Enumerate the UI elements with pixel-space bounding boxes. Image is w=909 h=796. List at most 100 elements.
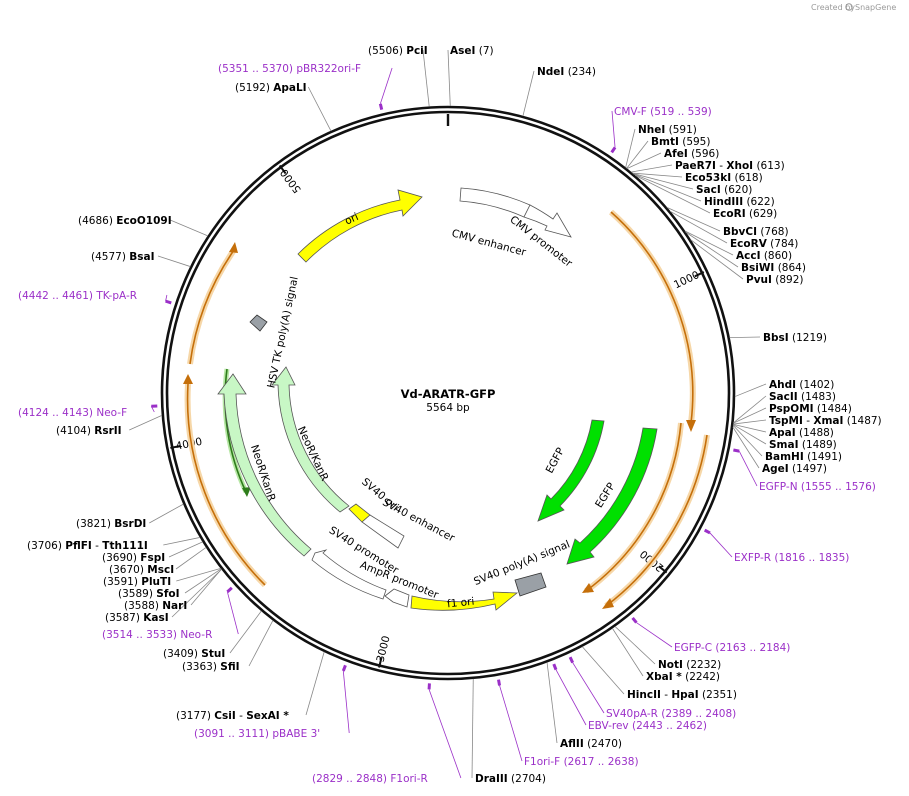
site-connector — [733, 395, 767, 424]
site-name: PspOMI — [769, 403, 814, 415]
restriction-site-label[interactable]: ApaI (1488) — [769, 427, 834, 439]
primer-label[interactable]: (4124 .. 4143) Neo-F — [18, 407, 127, 419]
restriction-site-label[interactable]: PspOMI (1484) — [769, 403, 852, 415]
restriction-site-label[interactable]: BamHI (1491) — [765, 451, 842, 463]
orf-arc — [189, 249, 235, 365]
restriction-site-label[interactable]: (4686) EcoO109I — [78, 215, 172, 227]
restriction-site-label[interactable]: NheI (591) — [638, 124, 697, 136]
restriction-site-label[interactable]: (4577) BsaI — [91, 251, 155, 263]
site-connector — [305, 651, 325, 716]
primer-label[interactable]: EGFP-C (2163 .. 2184) — [674, 642, 790, 654]
site-connector — [163, 537, 201, 546]
site-name: BbvCI — [723, 226, 757, 238]
site-separator: - — [92, 540, 102, 552]
restriction-site-label[interactable]: (3588) NarI — [124, 600, 187, 612]
primer-name: SV40pA-R — [606, 708, 658, 720]
restriction-site-label[interactable]: PaeR7I - XhoI (613) — [675, 160, 785, 172]
restriction-site-label[interactable]: TspMI - XmaI (1487) — [769, 415, 882, 427]
restriction-site-label[interactable]: (3409) StuI — [163, 648, 225, 660]
restriction-site-label[interactable]: BsiWI (864) — [741, 262, 806, 274]
restriction-site-label[interactable]: AfeI (596) — [664, 148, 719, 160]
restriction-site-label[interactable]: AccI (860) — [736, 250, 792, 262]
restriction-site-label[interactable]: NotI (2232) — [658, 659, 721, 671]
site-name: PciI — [406, 45, 427, 57]
restriction-site-label[interactable]: (5192) ApaLI — [235, 82, 307, 94]
primer-mark — [226, 586, 233, 593]
primer-label[interactable]: (3514 .. 3533) Neo-R — [102, 629, 212, 641]
restriction-site-label[interactable]: (3821) BsrDI — [76, 518, 146, 530]
restriction-site-label[interactable]: (3177) CsiI - SexAI * — [176, 710, 289, 722]
site-name: AgeI — [762, 463, 789, 475]
restriction-site-label[interactable]: SacII (1483) — [769, 391, 836, 403]
restriction-site-label[interactable]: EcoRI (629) — [713, 208, 777, 220]
restriction-site-label[interactable]: HincII - HpaI (2351) — [627, 689, 737, 701]
primer-range: (2389 .. 2408) — [661, 708, 736, 720]
primer-label[interactable]: F1ori-F (2617 .. 2638) — [524, 756, 639, 768]
primer-connector — [499, 685, 523, 762]
restriction-site-label[interactable]: AgeI (1497) — [762, 463, 827, 475]
restriction-site-label[interactable]: (3690) FspI — [102, 552, 165, 564]
site-name: NotI — [658, 659, 683, 671]
primer-connector — [555, 669, 587, 726]
restriction-site-label[interactable]: (3670) MscI — [109, 564, 174, 576]
restriction-site-label[interactable]: (3363) SfiI — [182, 661, 240, 673]
restriction-site-label[interactable]: (4104) RsrII — [56, 425, 122, 437]
site-name: FspI — [140, 552, 165, 564]
orf-arc — [610, 211, 694, 424]
site-connector — [447, 49, 451, 107]
restriction-site-label[interactable]: BbvCI (768) — [723, 226, 789, 238]
site-name-2: SexAI * — [246, 710, 289, 722]
primer-label[interactable]: (5351 .. 5370) pBR322ori-F — [218, 63, 361, 75]
site-position: (1483) — [801, 391, 836, 403]
primer-name: Neo-R — [180, 629, 212, 641]
primer-label[interactable]: CMV-F (519 .. 539) — [614, 106, 712, 118]
restriction-site-label[interactable]: (3591) PluTI — [103, 576, 171, 588]
site-connector — [633, 173, 702, 202]
site-position: (3177) — [176, 710, 211, 722]
primer-label[interactable]: (2829 .. 2848) F1ori-R — [312, 773, 428, 785]
site-name: BamHI — [765, 451, 804, 463]
restriction-site-label[interactable]: PvuI (892) — [746, 274, 804, 286]
restriction-site-label[interactable]: AseI (7) — [450, 45, 494, 57]
restriction-site-label[interactable]: SacI (620) — [696, 184, 752, 196]
primer-mark — [733, 448, 740, 453]
restriction-site-label[interactable]: AhdI (1402) — [769, 379, 834, 391]
site-position: (596) — [691, 148, 719, 160]
restriction-site-label[interactable]: (5506) PciI — [368, 45, 428, 57]
site-position: (5506) — [368, 45, 403, 57]
site-connector — [168, 541, 203, 558]
restriction-site-label[interactable]: XbaI * (2242) — [646, 671, 720, 683]
site-position: (595) — [682, 136, 710, 148]
primer-label[interactable]: (4442 .. 4461) TK-pA-R — [18, 290, 137, 302]
site-position: (622) — [746, 196, 774, 208]
restriction-site-label[interactable]: AflII (2470) — [560, 738, 622, 750]
restriction-site-label[interactable]: HindIII (622) — [704, 196, 775, 208]
restriction-site-label[interactable]: NdeI (234) — [537, 66, 596, 78]
primer-mark — [631, 617, 638, 624]
restriction-site-label[interactable]: (3587) KasI — [105, 612, 169, 624]
restriction-site-label[interactable]: Eco53kI (618) — [685, 172, 763, 184]
restriction-site-label[interactable]: EcoRV (784) — [730, 238, 798, 250]
site-connector — [175, 547, 207, 570]
snapgene-logo-icon — [845, 3, 853, 11]
primer-label[interactable]: EBV-rev (2443 .. 2462) — [588, 720, 707, 732]
feature-label: f1 ori — [446, 596, 474, 611]
site-connector — [471, 678, 474, 779]
restriction-site-label[interactable]: (3589) SfoI — [118, 588, 180, 600]
site-connector — [171, 569, 222, 618]
primer-label[interactable]: EGFP-N (1555 .. 1576) — [759, 481, 876, 493]
site-connector — [669, 210, 728, 244]
primer-label[interactable]: EXFP-R (1816 .. 1835) — [734, 552, 849, 564]
restriction-site-label[interactable]: SmaI (1489) — [769, 439, 837, 451]
restriction-site-label[interactable]: DraIII (2704) — [475, 773, 546, 785]
scale-tick — [170, 445, 181, 449]
restriction-site-label[interactable]: BmtI (595) — [651, 136, 710, 148]
site-position: (864) — [778, 262, 806, 274]
primer-label[interactable]: SV40pA-R (2389 .. 2408) — [606, 708, 736, 720]
site-position: (1488) — [799, 427, 834, 439]
restriction-site-label[interactable]: (3706) PflFI - Tth111I — [27, 540, 148, 552]
primer-label[interactable]: (3091 .. 3111) pBABE 3' — [194, 728, 320, 740]
restriction-site-label[interactable]: BbsI (1219) — [763, 332, 827, 344]
site-separator: - — [661, 689, 671, 701]
primer-connector — [611, 110, 616, 148]
